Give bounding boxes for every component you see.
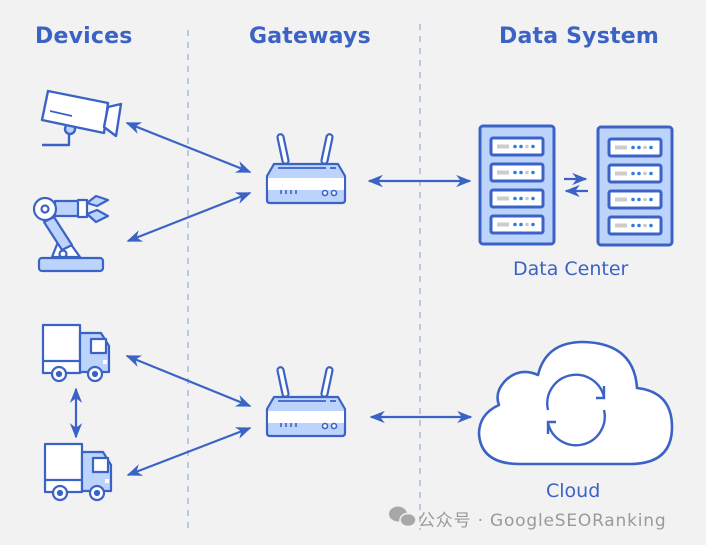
status-led bbox=[513, 196, 517, 201]
watermark-text: 公众号 · GoogleSEORanking bbox=[418, 511, 667, 531]
status-led bbox=[637, 223, 641, 228]
status-led bbox=[513, 222, 517, 227]
status-led bbox=[531, 170, 535, 175]
cloud-label: Cloud bbox=[546, 480, 601, 502]
data-center-label: Data Center bbox=[513, 258, 629, 280]
status-led bbox=[631, 223, 635, 228]
connection-truck2-router bbox=[126, 426, 252, 477]
router-icon bbox=[265, 366, 347, 438]
status-led bbox=[525, 222, 529, 227]
status-led bbox=[643, 223, 647, 228]
status-led bbox=[525, 170, 529, 175]
security-camera-icon bbox=[40, 89, 123, 147]
connection-truck1-router bbox=[125, 354, 252, 408]
status-led bbox=[643, 171, 647, 176]
server-unit bbox=[489, 136, 545, 157]
server-unit bbox=[489, 188, 545, 209]
server-unit bbox=[607, 163, 663, 184]
status-led bbox=[531, 222, 535, 227]
status-led bbox=[649, 171, 653, 176]
server-unit bbox=[607, 137, 663, 158]
status-led bbox=[531, 144, 535, 149]
status-led bbox=[519, 222, 523, 227]
column-header-gateways: Gateways bbox=[249, 24, 371, 49]
status-led bbox=[525, 196, 529, 201]
column-header-devices: Devices bbox=[35, 24, 133, 49]
status-led bbox=[637, 197, 641, 202]
truck-icon bbox=[41, 323, 111, 383]
status-led bbox=[649, 145, 653, 150]
server-unit bbox=[489, 214, 545, 235]
status-led bbox=[643, 197, 647, 202]
truck-icon bbox=[43, 442, 113, 502]
status-led bbox=[637, 145, 641, 150]
status-led bbox=[519, 144, 523, 149]
status-led bbox=[649, 197, 653, 202]
server-unit bbox=[489, 162, 545, 183]
router-icon bbox=[265, 133, 347, 205]
wechat-icon bbox=[389, 506, 417, 528]
server-rack-icon bbox=[478, 124, 556, 246]
status-led bbox=[519, 170, 523, 175]
status-led bbox=[525, 144, 529, 149]
status-led bbox=[519, 196, 523, 201]
server-unit bbox=[607, 189, 663, 210]
cloud-sync-icon bbox=[477, 340, 674, 466]
status-led bbox=[637, 171, 641, 176]
status-led bbox=[513, 170, 517, 175]
server-unit bbox=[607, 215, 663, 236]
status-led bbox=[531, 196, 535, 201]
status-led bbox=[631, 197, 635, 202]
connection-camera-router bbox=[125, 121, 252, 174]
robot-arm-icon bbox=[32, 194, 110, 273]
status-led bbox=[631, 171, 635, 176]
column-header-data-system: Data System bbox=[499, 24, 659, 49]
status-led bbox=[631, 145, 635, 150]
status-led bbox=[643, 145, 647, 150]
status-led bbox=[649, 223, 653, 228]
status-led bbox=[513, 144, 517, 149]
connection-robot-router bbox=[126, 191, 252, 243]
server-rack-icon bbox=[596, 125, 674, 247]
